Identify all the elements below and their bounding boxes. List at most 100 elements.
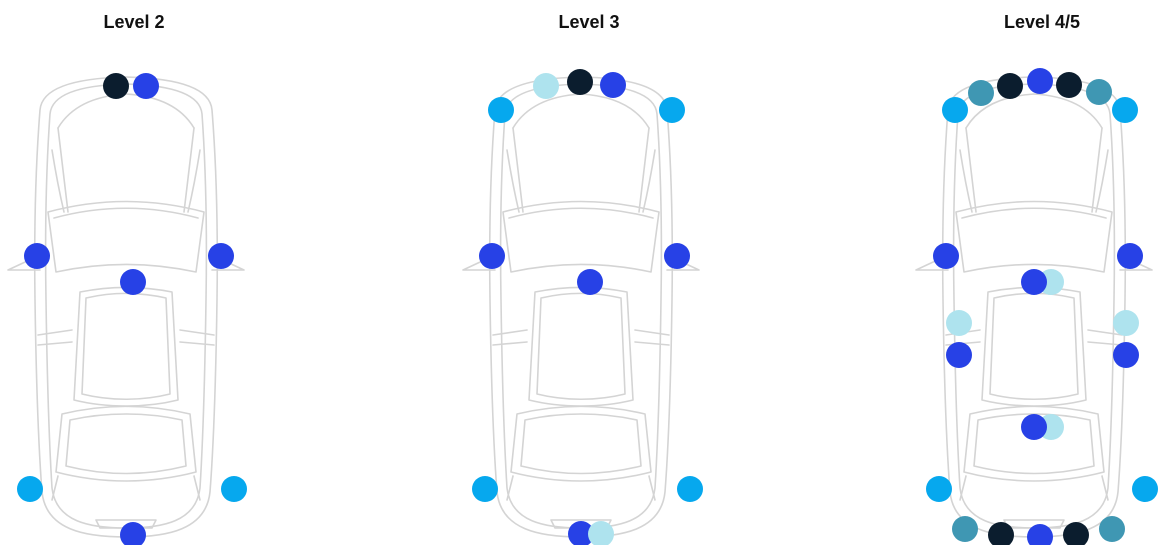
sensor-dot-blue [208, 243, 234, 269]
car-outline-line [965, 127, 977, 213]
car-outline-line [57, 127, 69, 213]
car-outline-icon [462, 69, 703, 545]
panel-title: Level 4/5 [1003, 12, 1081, 32]
car-outline-line [502, 200, 660, 273]
sensor-dot-cyan [17, 476, 43, 502]
car-outline-line [1101, 475, 1109, 501]
car-outline-line [492, 341, 528, 346]
car-outline-line [57, 93, 195, 129]
car-outline-line [179, 329, 215, 336]
car-outline-line [963, 405, 1105, 482]
car-outline-icon [915, 68, 1158, 545]
sensor-dot-light [946, 310, 972, 336]
car-outline-icon [7, 73, 247, 545]
car-outline-line [179, 341, 215, 346]
car-outline-line [512, 93, 650, 129]
sensor-dot-navy [988, 522, 1014, 545]
car-outline-line [53, 207, 199, 219]
sensor-dot-blue [120, 269, 146, 295]
sensor-dot-blue [1021, 269, 1047, 295]
car-outline-line [193, 475, 201, 501]
car-outline-line [55, 405, 197, 482]
car-outline-line [95, 519, 157, 529]
sensor-dot-teal [968, 80, 994, 106]
car-outline-line [634, 341, 670, 346]
car-outline-line [965, 93, 1103, 129]
car-outline-line [1091, 127, 1103, 213]
car-outline-line [638, 127, 650, 213]
panel-title: Level 3 [558, 12, 620, 32]
car-outline-line [492, 329, 528, 336]
car-outline-line [973, 413, 1095, 475]
sensor-dot-blue [1117, 243, 1143, 269]
sensor-dot-blue [1027, 68, 1053, 94]
sensor-dot-blue [1027, 524, 1053, 545]
car-outline-line [1087, 329, 1123, 336]
sensor-dot-navy [567, 69, 593, 95]
sensor-dot-cyan [472, 476, 498, 502]
car-outline-line [47, 200, 205, 273]
car-outline-line [512, 127, 524, 213]
sensor-dot-navy [1056, 72, 1082, 98]
car-outline-line [37, 341, 73, 346]
car-outline-line [81, 292, 171, 401]
panel-level-4-5: Level 4/5 [908, 0, 1158, 545]
car-outline-line [520, 413, 642, 475]
car-outline-line [648, 475, 656, 501]
sensor-dot-blue [24, 243, 50, 269]
sensor-dot-light [533, 73, 559, 99]
car-outline-line [499, 83, 663, 529]
car-outline-line [952, 83, 1116, 529]
sensor-dot-blue [600, 72, 626, 98]
panel-level-2: Level 2 [0, 0, 268, 545]
sensor-dot-light [1113, 310, 1139, 336]
sensor-dot-navy [103, 73, 129, 99]
sensor-dot-blue [933, 243, 959, 269]
sensor-dot-teal [952, 516, 978, 542]
panel-title: Level 2 [103, 12, 165, 32]
car-outline-line [959, 475, 967, 501]
sensor-dot-navy [997, 73, 1023, 99]
panel-level-3: Level 3 [455, 0, 723, 545]
car-outline-line [510, 405, 652, 482]
sensor-dot-cyan [677, 476, 703, 502]
car-outline-line [37, 329, 73, 336]
car-outline-line [941, 76, 1127, 538]
car-outline-line [536, 292, 626, 401]
sensor-dot-cyan [488, 97, 514, 123]
sensor-dot-blue [1021, 414, 1047, 440]
sensor-dot-teal [1099, 516, 1125, 542]
sensor-dot-cyan [942, 97, 968, 123]
sensor-dot-blue [133, 73, 159, 99]
car-outline-line [488, 76, 674, 538]
sensor-dot-cyan [221, 476, 247, 502]
car-outline-line [508, 207, 654, 219]
car-outline-line [981, 286, 1087, 407]
sensor-dot-cyan [659, 97, 685, 123]
sensor-dot-blue [664, 243, 690, 269]
car-outline-line [51, 475, 59, 501]
car-outline-line [183, 127, 195, 213]
car-outline-line [506, 475, 514, 501]
car-outline-line [961, 207, 1107, 219]
car-outline-line [528, 286, 634, 407]
sensor-dot-blue [568, 521, 594, 545]
car-outline-line [44, 83, 208, 529]
sensor-dot-teal [1086, 79, 1112, 105]
car-outline-line [1087, 341, 1123, 346]
sensor-dot-cyan [1112, 97, 1138, 123]
sensor-dot-navy [1063, 522, 1089, 545]
sensor-dot-blue [577, 269, 603, 295]
car-outline-line [955, 200, 1113, 273]
sensor-dot-blue [479, 243, 505, 269]
sensor-dot-blue [120, 522, 146, 545]
sensor-dot-cyan [1132, 476, 1158, 502]
sensor-dot-light [588, 521, 614, 545]
sensor-dot-blue [1113, 342, 1139, 368]
car-outline-line [634, 329, 670, 336]
sensor-dot-cyan [926, 476, 952, 502]
car-outline-line [33, 76, 219, 538]
car-outline-line [73, 286, 179, 407]
car-outline-line [989, 292, 1079, 401]
sensor-dot-blue [946, 342, 972, 368]
